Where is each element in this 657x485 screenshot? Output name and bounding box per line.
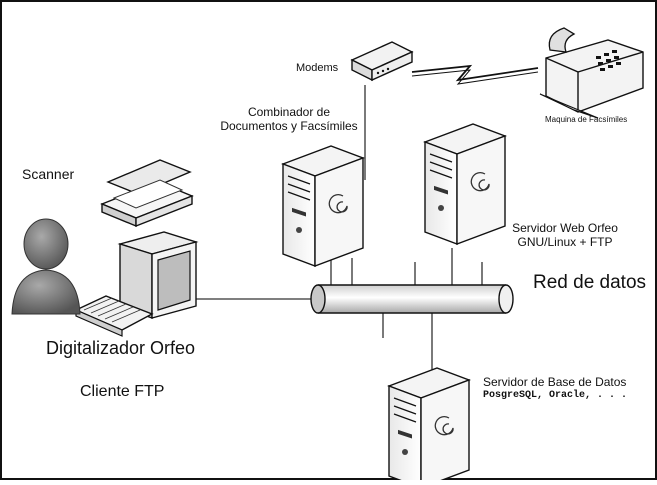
network-bus-icon: [310, 284, 514, 314]
server-icon: [282, 145, 364, 267]
fax-machine-label: Maquina de Facsímiles: [545, 115, 628, 124]
combiner-label: Combinador de Documentos y Facsímiles: [214, 105, 364, 134]
combiner-label-line1: Combinador de: [247, 105, 331, 119]
db-server-label-line1: Servidor de Base de Datos: [483, 375, 627, 389]
fax-machine-icon: [539, 27, 644, 119]
web-server-label: Servidor Web Orfeo GNU/Linux + FTP: [500, 221, 630, 250]
combiner-label-line2: Documentos y Facsímiles: [220, 118, 358, 133]
scanner-icon: [100, 159, 194, 228]
scanner-label: Scanner: [22, 166, 75, 182]
fax-line: [411, 64, 539, 82]
db-server-label: Servidor de Base de Datos PosgreSQL, Ora…: [483, 375, 628, 401]
server-icon: [424, 123, 506, 245]
db-server-label-line2: PosgreSQL, Oracle, . . .: [483, 389, 628, 401]
network-label: Red de datos: [533, 272, 647, 293]
modem-icon: [350, 41, 414, 82]
monitor-icon: [117, 231, 199, 320]
modems-label: Modems: [296, 62, 339, 74]
keyboard-icon: [74, 295, 154, 337]
client-ftp-label: Cliente FTP: [80, 383, 165, 400]
web-server-label-line1: Servidor Web Orfeo: [512, 221, 618, 235]
server-icon: [388, 367, 470, 485]
user-icon: [11, 218, 81, 315]
client-name-label: Digitalizador Orfeo: [46, 338, 196, 358]
web-server-label-line2: GNU/Linux + FTP: [517, 234, 613, 249]
